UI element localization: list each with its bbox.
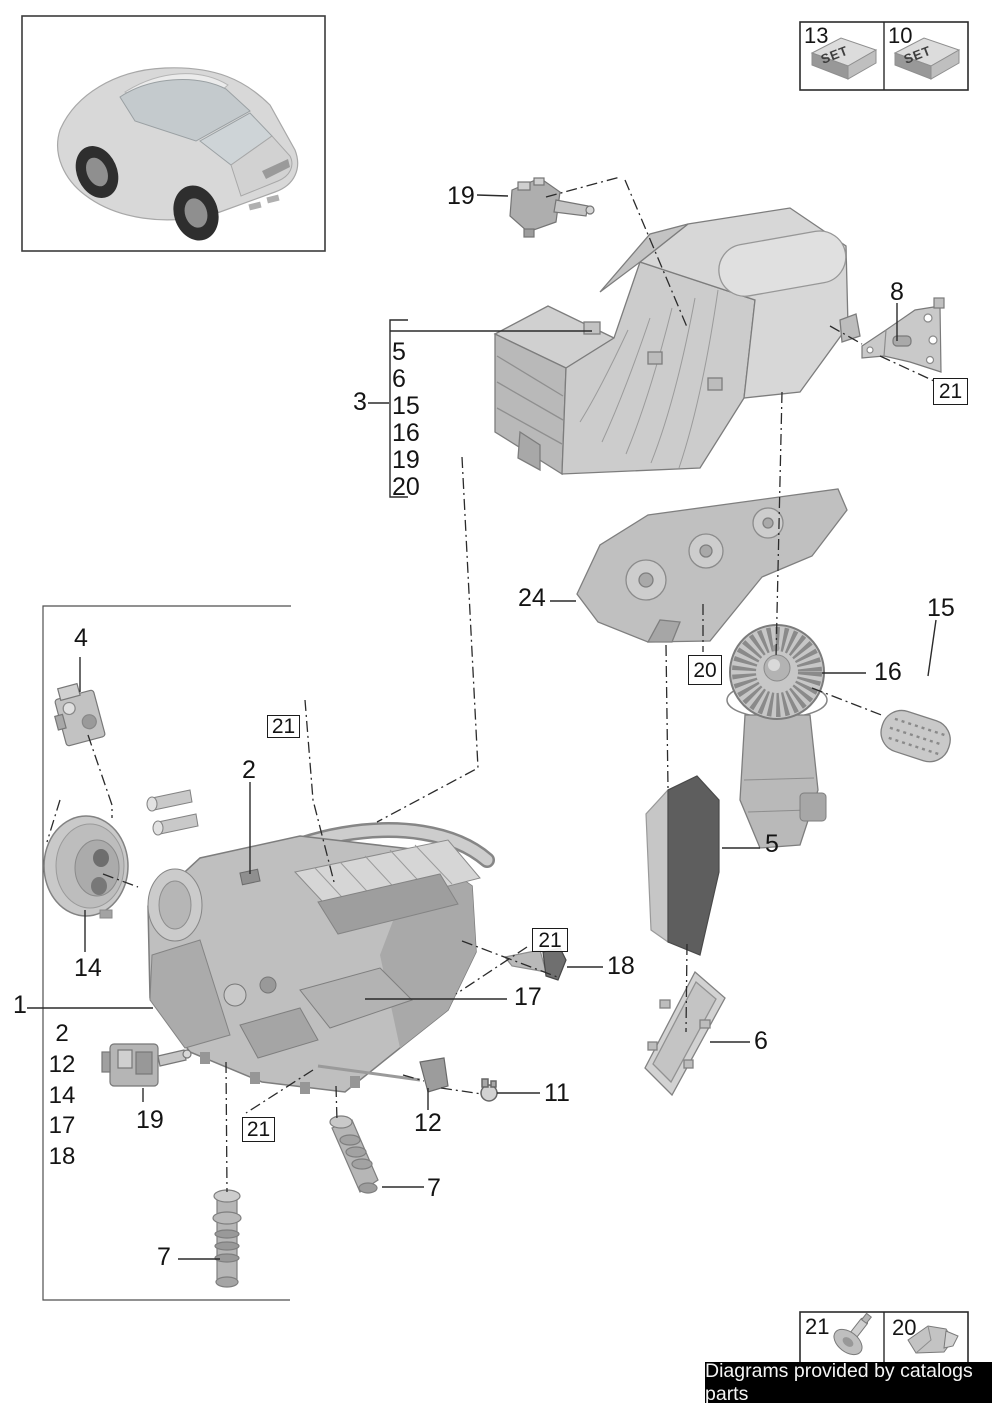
part-callout: 19 xyxy=(447,182,475,210)
part-7-hose-bottom xyxy=(212,1189,242,1288)
part-6-filter-frame xyxy=(644,970,726,1097)
vehicle-illustration xyxy=(57,67,299,241)
group-item: 6 xyxy=(392,365,406,393)
footer-text: Diagrams provided by catalogs parts xyxy=(705,1359,973,1403)
part-callout: 15 xyxy=(927,594,955,622)
group-item: 12 xyxy=(48,1050,76,1078)
part-callout: 1 xyxy=(13,991,27,1019)
group-1-item-list: 2 12 14 17 18 xyxy=(46,1019,78,1173)
part-callout: 11 xyxy=(544,1079,570,1107)
part-callout: 14 xyxy=(74,954,102,982)
part-7-hose-mid xyxy=(329,1115,379,1194)
part-callout-boxed: 21 xyxy=(933,378,968,405)
part-callout: 7 xyxy=(157,1243,171,1271)
part-callout-boxed: 21 xyxy=(242,1117,275,1142)
footer-banner: Diagrams provided by catalogs parts xyxy=(705,1359,992,1403)
fastener-cell-number: 21 xyxy=(805,1314,830,1339)
group-item: 18 xyxy=(48,1143,76,1171)
part-8-bracket xyxy=(861,297,945,373)
push-rivet-icon xyxy=(833,1312,872,1356)
group-3-bracket xyxy=(389,319,408,498)
centerlines xyxy=(46,176,935,1193)
part-callout: 6 xyxy=(754,1027,768,1055)
part-18-grommet xyxy=(503,947,567,981)
part-callout: 19 xyxy=(136,1106,164,1134)
part-callout: 24 xyxy=(518,584,546,612)
part-3-housing xyxy=(493,207,861,476)
part-callout: 4 xyxy=(74,624,88,652)
expanding-clip-icon xyxy=(907,1325,959,1354)
part-callout-boxed: 20 xyxy=(688,655,722,685)
part-14-grommet xyxy=(43,815,129,919)
part-callout: 2 xyxy=(242,756,256,784)
part-12-lever xyxy=(317,1057,449,1093)
group-item: 14 xyxy=(48,1081,76,1109)
group-item: 16 xyxy=(392,419,420,447)
part-callout: 8 xyxy=(890,278,904,306)
part-callout-boxed: 21 xyxy=(532,928,568,952)
part-5-filter xyxy=(645,775,720,956)
group-item: 2 xyxy=(55,1020,69,1047)
set-box-icon: SET xyxy=(810,37,878,80)
part-callout-boxed: 21 xyxy=(267,715,300,738)
fastener-cell-number: 20 xyxy=(892,1315,917,1340)
part-11-clamp xyxy=(480,1078,498,1102)
part-callout: 16 xyxy=(874,658,902,686)
part-callout: 3 xyxy=(353,388,367,416)
part-24-cover-panel xyxy=(576,488,848,643)
vehicle-thumbnail-box xyxy=(21,15,326,252)
set-cell-number: 13 xyxy=(804,23,829,48)
group-item: 5 xyxy=(392,338,406,366)
group-1-bracket xyxy=(42,605,291,1301)
part-callout: 17 xyxy=(514,983,542,1011)
part-callout: 7 xyxy=(427,1174,441,1202)
group-item: 19 xyxy=(392,446,420,474)
part-19-actuator-lower xyxy=(101,1043,192,1087)
group-item: 20 xyxy=(392,473,420,501)
part-callout: 18 xyxy=(607,952,635,980)
part-4-valve xyxy=(54,682,106,747)
part-callout: 5 xyxy=(765,830,779,858)
part-1-hvac-unit xyxy=(146,789,495,1094)
set-cell-number: 10 xyxy=(888,23,913,48)
set-table: SET xyxy=(799,21,969,91)
part-16-blower xyxy=(726,624,828,849)
group-item: 17 xyxy=(48,1112,76,1140)
part-callout: 12 xyxy=(414,1109,442,1137)
part-15-vent-grille xyxy=(880,709,951,763)
part-19-actuator-top xyxy=(509,177,595,238)
group-item: 15 xyxy=(392,392,420,420)
leader-lines xyxy=(27,194,937,1260)
